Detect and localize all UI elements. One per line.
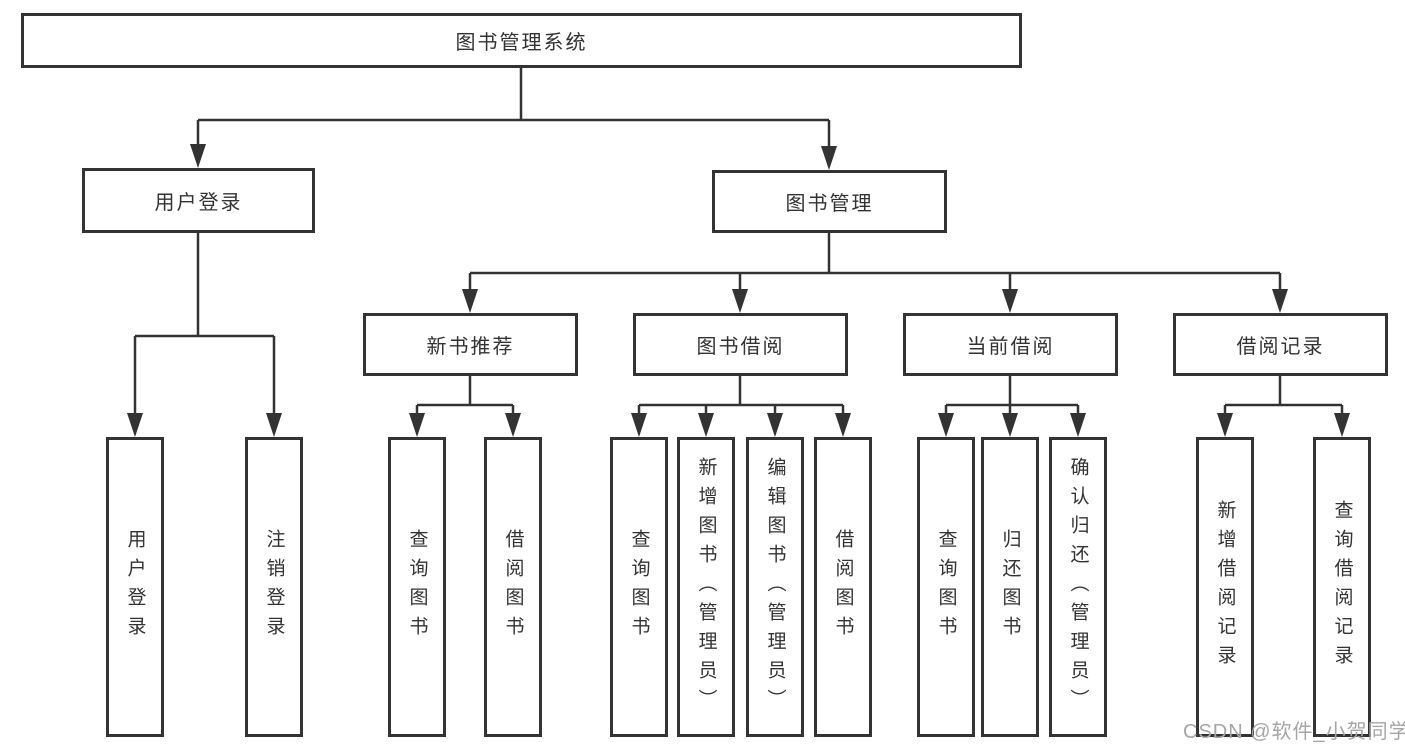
leaf-add-books-admin-label: 新增图书（管理员） — [695, 456, 717, 718]
arrowheads — [127, 144, 1350, 437]
leaf-user-login: 用户登录 — [106, 437, 164, 737]
leaf-query-books-borrow: 查询图书 — [610, 437, 668, 737]
node-book-borrow: 图书借阅 — [633, 313, 848, 376]
node-library-management-system: 图书管理系统 — [21, 13, 1022, 68]
watermark: CSDN @软件_小贺同学 — [1183, 721, 1405, 743]
leaf-borrow-books-recommend-label: 借阅图书 — [502, 529, 524, 645]
leaf-confirm-return-admin-label: 确认归还（管理员） — [1067, 456, 1089, 718]
node-user-login: 用户登录 — [82, 168, 315, 233]
leaf-borrow-books: 借阅图书 — [814, 437, 872, 737]
leaf-query-borrow-record-label: 查询借阅记录 — [1331, 500, 1353, 674]
leaf-query-books-current: 查询图书 — [917, 437, 975, 737]
node-borrow-records: 借阅记录 — [1173, 313, 1388, 376]
leaf-logout: 注销登录 — [245, 437, 303, 737]
leaf-borrow-books-recommend: 借阅图书 — [484, 437, 542, 737]
leaf-edit-books-admin: 编辑图书（管理员） — [746, 437, 804, 737]
leaf-query-books-recommend: 查询图书 — [388, 437, 446, 737]
leaf-query-books-recommend-label: 查询图书 — [406, 529, 428, 645]
leaf-query-books-borrow-label: 查询图书 — [628, 529, 650, 645]
leaf-user-login-label: 用户登录 — [124, 529, 146, 645]
leaf-return-books: 归还图书 — [981, 437, 1039, 737]
leaf-edit-books-admin-label: 编辑图书（管理员） — [764, 456, 786, 718]
leaf-add-borrow-record-label: 新增借阅记录 — [1214, 500, 1236, 674]
leaf-add-books-admin: 新增图书（管理员） — [677, 437, 735, 737]
leaf-add-borrow-record: 新增借阅记录 — [1196, 437, 1254, 737]
leaf-borrow-books-label: 借阅图书 — [832, 529, 854, 645]
node-current-borrow: 当前借阅 — [903, 313, 1118, 376]
node-book-management: 图书管理 — [712, 170, 947, 233]
leaf-logout-label: 注销登录 — [263, 529, 285, 645]
node-new-book-recommend: 新书推荐 — [363, 313, 578, 376]
leaf-query-borrow-record: 查询借阅记录 — [1313, 437, 1371, 737]
leaf-query-books-current-label: 查询图书 — [935, 529, 957, 645]
leaf-confirm-return-admin: 确认归还（管理员） — [1049, 437, 1107, 737]
leaf-return-books-label: 归还图书 — [999, 529, 1021, 645]
